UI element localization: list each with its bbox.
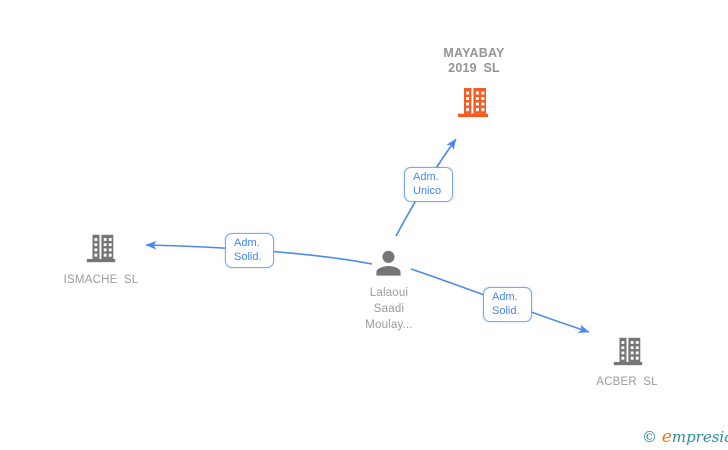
node-label-person-line1: Lalaoui [369, 287, 409, 299]
building-icon-acber[interactable] [611, 334, 645, 368]
edge-role-line: Adm. [492, 291, 518, 303]
node-label-acber: ACBER SL [596, 376, 658, 388]
node-label-ismache: ISMACHE SL [63, 274, 139, 286]
node-label-person: Lalaoui Saadi Moulay... [329, 285, 449, 333]
edge-role-line: Solid. [234, 251, 262, 263]
edge-label-adm-solid-ismache[interactable]: Adm. Solid. [225, 233, 274, 268]
node-label-person-line2: Saadi [373, 303, 405, 315]
edge-label-adm-solid-acber[interactable]: Adm. Solid. [483, 287, 532, 322]
edge-role-line: Solid. [492, 305, 520, 317]
person-icon-lalaoui[interactable] [371, 245, 406, 280]
node-label-person-line3: Moulay... [365, 319, 413, 331]
edge-role-line: Adm. [234, 237, 260, 249]
edge-role-line: Unico [413, 185, 442, 197]
edge-label-adm-unico[interactable]: Adm. Unico [404, 167, 453, 202]
node-label-mayabay: MAYABAY 2019 SL [404, 46, 544, 76]
building-icon-ismache[interactable] [84, 231, 118, 265]
building-icon-mayabay[interactable] [455, 84, 491, 120]
edge-role-line: Adm. [413, 171, 439, 183]
empresia-watermark[interactable]: © empresia [642, 427, 728, 447]
watermark-brand-initial: e [661, 427, 672, 447]
node-label-mayabay-line1: MAYABAY [443, 46, 505, 60]
node-label-mayabay-line2: 2019 SL [448, 61, 500, 75]
copyright-icon: © [642, 428, 657, 446]
watermark-brand-rest: mpresia [671, 428, 728, 446]
